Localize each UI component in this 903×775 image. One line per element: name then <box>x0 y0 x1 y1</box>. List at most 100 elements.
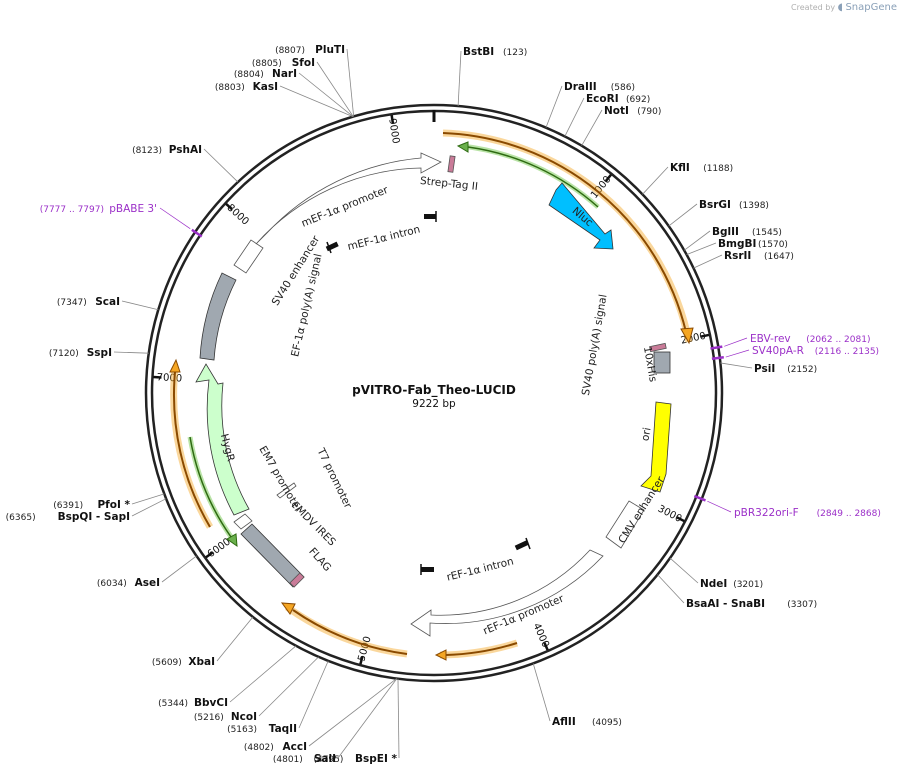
site-leader-line <box>298 660 329 729</box>
snapgene-logo-icon: ◖ <box>837 2 843 13</box>
site-leader-line <box>216 616 254 662</box>
primer-mark[interactable] <box>693 494 706 502</box>
site-name: NcoI <box>231 711 257 723</box>
scale-tick-label: 9000 <box>386 118 401 145</box>
primer-leader-line <box>707 500 732 513</box>
fmdv-ires-box[interactable] <box>240 523 305 588</box>
restriction-site[interactable]: PluTI(8807) <box>275 44 345 56</box>
restriction-site[interactable]: KflI(1188) <box>670 162 733 174</box>
restriction-site[interactable]: PsiI (2152) <box>754 363 817 375</box>
orf-arrow-3[interactable] <box>284 604 408 658</box>
mef-promoter-arrow[interactable] <box>255 152 442 245</box>
scale-tick-label: 7000 <box>156 372 182 384</box>
site-position: (1545) <box>752 228 782 238</box>
restriction-site[interactable]: BstBI(123) <box>463 46 527 58</box>
snapgene-brand: Created by ◖ SnapGene <box>791 2 897 13</box>
primer-mark[interactable] <box>191 228 203 238</box>
restriction-site[interactable]: NcoI(5216) <box>194 711 257 723</box>
restriction-site[interactable]: NdeI(3201) <box>700 578 763 590</box>
site-leader-line <box>564 97 585 137</box>
restriction-site[interactable]: EcoRI(692) <box>586 93 650 105</box>
primer-name: pBABE 3' <box>109 203 157 215</box>
orf-arrow-1-head <box>680 327 694 345</box>
site-position: (4802) <box>244 743 274 753</box>
restriction-site[interactable]: AccI(4802) <box>244 741 307 753</box>
restriction-site[interactable]: SalI(4801) <box>273 753 336 765</box>
orf-arrow-1[interactable] <box>442 129 693 343</box>
site-name: XbaI <box>188 656 215 668</box>
restriction-site[interactable]: NarI(8804) <box>234 68 297 80</box>
restriction-site[interactable]: BsaAI - SnaBI(3307) <box>686 598 817 610</box>
ref-promoter-arrow[interactable] <box>410 549 604 637</box>
site-position: (2152) <box>787 365 817 375</box>
site-position: (6034) <box>97 579 127 589</box>
orf-arrow-2[interactable] <box>439 639 519 659</box>
hygr-arrow[interactable] <box>195 363 250 516</box>
cmv-enhancer-box[interactable] <box>605 500 645 549</box>
site-name: SfoI <box>292 57 315 69</box>
restriction-site[interactable]: BspQI - SapI(6365) <box>6 511 130 523</box>
restriction-site[interactable]: BbvCI(5344) <box>158 697 228 709</box>
restriction-site[interactable]: BmgBI(1570) <box>718 238 788 250</box>
restriction-site[interactable]: AseI(6034) <box>97 577 160 589</box>
label-10xhis: 10xHis <box>641 346 659 383</box>
restriction-site[interactable]: PfoI *(6391) <box>53 499 130 511</box>
scale-tick <box>390 115 395 124</box>
site-position: (4095) <box>592 718 622 728</box>
ef1a-polya-box[interactable] <box>199 272 237 361</box>
restriction-site[interactable]: RsrII(1647) <box>724 250 794 262</box>
site-leader-line <box>113 351 149 354</box>
restriction-sites: BstBI(123) DraIII(586)EcoRI(692)NotI(790)… <box>6 44 817 765</box>
site-leader-line <box>161 555 197 583</box>
site-leader-line <box>686 242 717 256</box>
restriction-site[interactable]: XbaI (5609) <box>152 656 215 668</box>
primer-site[interactable]: EBV-rev(2062 .. 2081) <box>750 333 870 345</box>
site-position: (3201) <box>733 580 763 590</box>
primer-leader-line <box>724 337 748 347</box>
label-strep-tag: Strep-Tag II <box>419 175 478 193</box>
t7-promoter-arrow[interactable] <box>276 482 297 499</box>
restriction-site[interactable]: KasI(8803) <box>215 81 278 93</box>
restriction-site[interactable]: DraIII(586) <box>564 81 635 93</box>
site-position: (7120) <box>49 349 79 359</box>
scale-tick <box>676 516 685 523</box>
sv40-polya-box[interactable] <box>653 351 671 374</box>
sv40-enhancer-box[interactable] <box>233 239 264 274</box>
site-position: (5344) <box>158 699 188 709</box>
primer-mark[interactable] <box>711 356 724 360</box>
label-t7-promoter: T7 promoter <box>314 446 354 511</box>
scale-tick-label: 3000 <box>656 504 684 525</box>
restriction-site[interactable]: SspI(7120) <box>49 347 112 359</box>
ori-arrow[interactable] <box>640 401 672 493</box>
restriction-site[interactable]: SfoI (8805) <box>252 57 315 69</box>
site-leader-line <box>668 203 698 227</box>
site-position: (5609) <box>152 658 182 668</box>
restriction-site[interactable]: ScaI(7347) <box>57 296 120 308</box>
his-tag-box[interactable] <box>649 342 667 353</box>
flag-box[interactable] <box>289 572 305 588</box>
site-position: (123) <box>503 48 527 58</box>
restriction-site[interactable]: BsrGI(1398) <box>699 199 769 211</box>
primer-site[interactable]: pBR322ori-F(2849 .. 2868) <box>734 507 881 519</box>
restriction-site[interactable]: AflII(4095) <box>552 716 622 728</box>
scale-tick-label: 8000 <box>225 202 251 227</box>
restriction-site[interactable]: BglII(1545) <box>712 226 782 238</box>
strep-tag-box[interactable] <box>447 155 456 173</box>
primer-range: (2116 .. 2135) <box>815 347 879 357</box>
nluc-arrow[interactable] <box>548 182 614 250</box>
site-leader-line <box>308 678 397 747</box>
restriction-site[interactable]: BspEI *(4795) <box>313 753 397 765</box>
primer-site[interactable]: SV40pA-R(2116 .. 2135) <box>752 345 879 357</box>
restriction-site[interactable]: TaqII(5163) <box>227 723 297 735</box>
site-leader-line <box>298 72 354 117</box>
em7-promoter-arrow[interactable] <box>233 513 253 530</box>
site-leader-line <box>669 557 699 584</box>
restriction-site[interactable]: NotI(790) <box>604 105 661 117</box>
primer-mark[interactable] <box>710 345 723 350</box>
primer-site[interactable]: pBABE 3'(7777 .. 7797) <box>40 203 157 215</box>
site-name: PsiI <box>754 363 775 375</box>
restriction-site[interactable]: PshAI(8123) <box>132 144 202 156</box>
site-leader-line <box>258 656 319 717</box>
site-position: (8805) <box>252 59 282 69</box>
